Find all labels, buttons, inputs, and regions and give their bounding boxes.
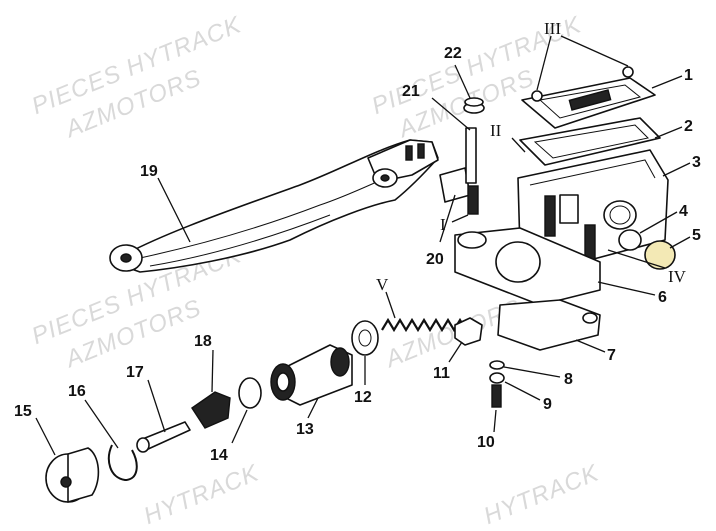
- roman-V: V: [376, 275, 389, 294]
- callout-5: 5: [692, 227, 701, 244]
- callout-7: 7: [607, 347, 616, 364]
- callout-19: 19: [140, 163, 158, 180]
- callout-13: 13: [296, 421, 314, 438]
- exploded-parts-diagram: PIECES HYTRACK AZMOTORS PIECES HYTRACK A…: [14, 11, 701, 530]
- brake-lever: [109, 139, 439, 273]
- callout-20: 20: [426, 251, 444, 268]
- callout-12: 12: [354, 389, 372, 406]
- callout-4: 4: [679, 203, 688, 220]
- end-cap: [45, 447, 100, 503]
- callout-3: 3: [692, 154, 701, 171]
- circlip: [107, 444, 138, 482]
- diagram-drawing: 1 2 3 4 5 6 7 8 9 10 11 12 13 14 15 16 1…: [14, 19, 701, 503]
- callout-22: 22: [444, 45, 462, 62]
- backup-washer: [238, 377, 262, 409]
- callout-9: 9: [543, 396, 552, 413]
- callout-1: 1: [684, 67, 693, 84]
- leader-lines: [35, 35, 691, 456]
- o-ring: [618, 229, 642, 251]
- pivot-bolt-assembly: [439, 97, 485, 215]
- roman-labels: I II III IV V: [376, 19, 687, 294]
- callout-15: 15: [14, 403, 32, 420]
- callout-11: 11: [433, 365, 450, 382]
- callout-2: 2: [684, 118, 693, 135]
- callout-18: 18: [194, 333, 212, 350]
- callout-14: 14: [210, 447, 228, 464]
- reservoir-cover: [521, 66, 656, 129]
- roman-II: II: [490, 121, 502, 140]
- seal-washer: [351, 320, 379, 356]
- callout-10: 10: [477, 434, 495, 451]
- nut: [454, 317, 483, 346]
- diaphragm-gasket: [519, 117, 661, 166]
- roman-IV: IV: [668, 267, 687, 286]
- handlebar-clamp: [454, 227, 601, 351]
- callout-17: 17: [126, 364, 144, 381]
- push-rod: [136, 421, 191, 453]
- dust-boot: [191, 391, 231, 429]
- callout-21: 21: [402, 83, 420, 100]
- callout-16: 16: [68, 383, 86, 400]
- bolt: [491, 384, 502, 408]
- callout-8: 8: [564, 371, 573, 388]
- piston-assembly: [270, 344, 353, 406]
- roman-I: I: [440, 215, 446, 234]
- sight-glass-cap: [644, 240, 676, 270]
- callout-6: 6: [658, 289, 667, 306]
- callout-numbers: 1 2 3 4 5 6 7 8 9 10 11 12 13 14 15 16 1…: [14, 45, 701, 464]
- roman-III: III: [544, 19, 561, 38]
- spring-washer: [489, 372, 505, 384]
- washer: [489, 360, 505, 370]
